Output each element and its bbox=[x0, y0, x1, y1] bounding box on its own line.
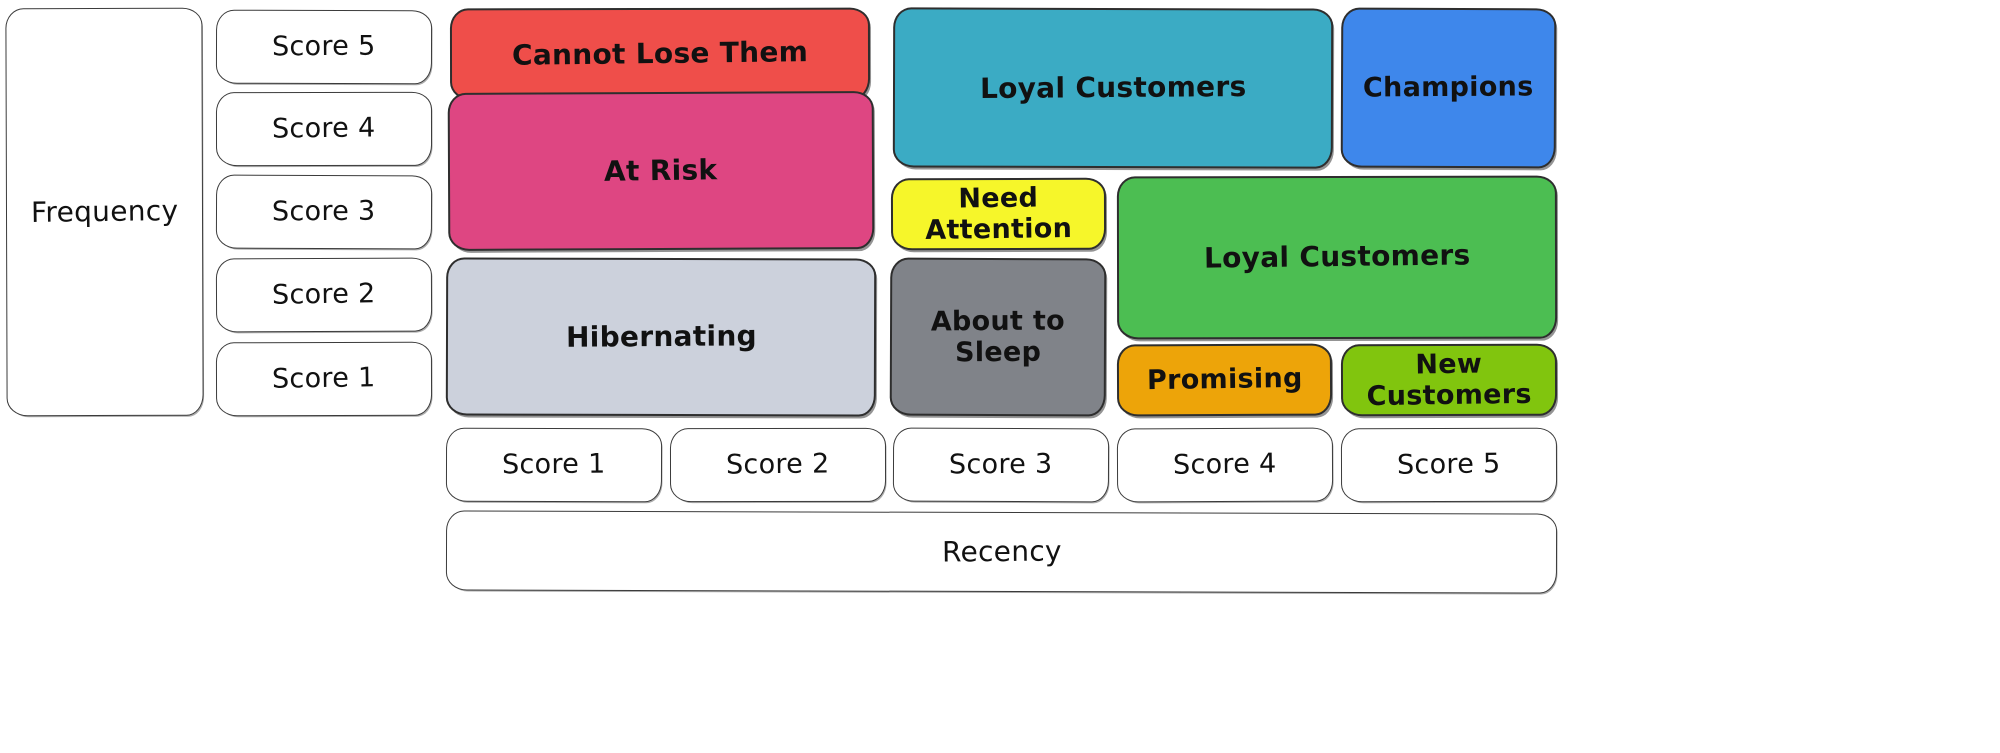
frequency-score-1-label: Score 1 bbox=[272, 362, 376, 396]
recency-axis-label-text: Recency bbox=[941, 534, 1062, 569]
segment-loyal-customers-teal-label: Loyal Customers bbox=[979, 69, 1247, 105]
segment-loyal-customers-green-label: Loyal Customers bbox=[1203, 238, 1471, 276]
recency-axis-label: Recency bbox=[445, 510, 1558, 594]
segment-loyal-customers-green[interactable]: Loyal Customers bbox=[1116, 175, 1558, 340]
segment-hibernating[interactable]: Hibernating bbox=[445, 257, 877, 417]
frequency-score-2-label: Score 2 bbox=[272, 278, 376, 312]
frequency-score-5[interactable]: Score 5 bbox=[215, 9, 433, 85]
frequency-axis-label: Frequency bbox=[5, 7, 204, 417]
frequency-axis-label-text: Frequency bbox=[30, 193, 179, 229]
segment-loyal-customers-teal[interactable]: Loyal Customers bbox=[892, 7, 1334, 169]
segment-about-to-sleep[interactable]: About to Sleep bbox=[889, 257, 1107, 417]
segment-hibernating-label: Hibernating bbox=[565, 319, 757, 354]
recency-score-5-label: Score 5 bbox=[1397, 448, 1501, 482]
segment-need-attention[interactable]: Need Attention bbox=[890, 177, 1107, 251]
segment-champions[interactable]: Champions bbox=[1340, 7, 1557, 169]
segment-cannot-lose-them-label: Cannot Lose Them bbox=[511, 35, 809, 72]
recency-score-1-label: Score 1 bbox=[502, 449, 606, 481]
frequency-score-1[interactable]: Score 1 bbox=[215, 341, 433, 417]
segment-need-attention-label: Need Attention bbox=[925, 182, 1073, 246]
recency-score-3[interactable]: Score 3 bbox=[892, 427, 1110, 503]
segment-about-to-sleep-label: About to Sleep bbox=[930, 305, 1066, 369]
segment-at-risk-label: At Risk bbox=[604, 153, 718, 188]
frequency-score-5-label: Score 5 bbox=[272, 31, 376, 63]
segment-new-customers[interactable]: New Customers bbox=[1340, 343, 1558, 417]
segment-promising[interactable]: Promising bbox=[1116, 343, 1333, 417]
frequency-score-4-label: Score 4 bbox=[272, 112, 376, 146]
segment-new-customers-label: New Customers bbox=[1366, 348, 1532, 413]
recency-score-3-label: Score 3 bbox=[949, 449, 1053, 481]
frequency-score-3[interactable]: Score 3 bbox=[215, 174, 433, 250]
frequency-score-4[interactable]: Score 4 bbox=[215, 91, 433, 167]
recency-score-5[interactable]: Score 5 bbox=[1340, 427, 1558, 503]
recency-score-1[interactable]: Score 1 bbox=[445, 427, 663, 503]
recency-score-4-label: Score 4 bbox=[1173, 448, 1277, 482]
recency-score-2-label: Score 2 bbox=[726, 448, 830, 482]
frequency-score-3-label: Score 3 bbox=[272, 196, 376, 228]
segment-at-risk[interactable]: At Risk bbox=[447, 91, 875, 251]
segment-champions-label: Champions bbox=[1363, 71, 1534, 105]
recency-score-4[interactable]: Score 4 bbox=[1116, 427, 1334, 503]
segment-promising-label: Promising bbox=[1146, 363, 1303, 397]
recency-score-2[interactable]: Score 2 bbox=[669, 427, 887, 503]
frequency-score-2[interactable]: Score 2 bbox=[215, 257, 433, 333]
segment-cannot-lose-them[interactable]: Cannot Lose Them bbox=[449, 7, 871, 101]
